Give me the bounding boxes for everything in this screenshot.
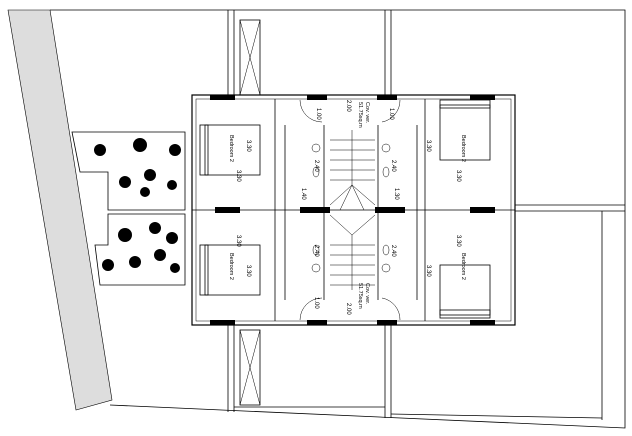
site-boundary xyxy=(7,9,626,429)
dimension-label: 2.00 xyxy=(345,303,351,315)
dimension-label: 1.00 xyxy=(388,108,394,120)
area-labels: Cov. ver. 51.75sq.m Cov. ver. 51.75sq.m xyxy=(357,102,370,309)
area-label-line1: Cov. ver. xyxy=(364,283,370,305)
dimension-label: 2.40 xyxy=(390,160,396,172)
dimension-label: 3.30 xyxy=(245,140,251,152)
garden-areas xyxy=(71,131,186,286)
dimension-label: 3.30 xyxy=(425,140,431,152)
building xyxy=(191,94,516,326)
area-label-line2: 51.75sq.m xyxy=(357,102,363,128)
dimension-label: 2.40 xyxy=(390,245,396,257)
room-label-bedroom: Bedroom 2 xyxy=(460,135,466,162)
dimension-label: 1.40 xyxy=(300,188,306,200)
dimension-labels: 3.30 3.30 3.30 3.30 3.30 3.30 3.30 3.30 … xyxy=(235,100,461,315)
dimension-label: 3.30 xyxy=(455,170,461,182)
dimension-label: 3.30 xyxy=(235,235,241,247)
dimension-label: 3.30 xyxy=(235,170,241,182)
area-label-line2: 51.75sq.m xyxy=(357,283,363,309)
dimension-label: 3.30 xyxy=(455,235,461,247)
room-label-bedroom: Bedroom 2 xyxy=(228,253,234,280)
dimension-label: 2.40 xyxy=(313,245,319,257)
room-label-bedroom: Bedroom 2 xyxy=(460,253,466,280)
room-label-bedroom: Bedroom 2 xyxy=(228,135,234,162)
dimension-label: 3.30 xyxy=(245,265,251,277)
dimension-label: 3.30 xyxy=(425,265,431,277)
dimension-label: 2.40 xyxy=(313,160,319,172)
dimension-label: 2.00 xyxy=(345,100,351,112)
balconies xyxy=(239,19,261,406)
dimension-label: 1.00 xyxy=(315,108,321,120)
road-strip xyxy=(7,9,113,411)
dimension-label: 1.30 xyxy=(393,188,399,200)
area-label-line1: Cov. ver. xyxy=(364,102,370,124)
room-labels: Bedroom 2 Bedroom 2 Bedroom 2 Bedroom 2 xyxy=(228,135,466,280)
dimension-label: 1.00 xyxy=(313,297,319,309)
